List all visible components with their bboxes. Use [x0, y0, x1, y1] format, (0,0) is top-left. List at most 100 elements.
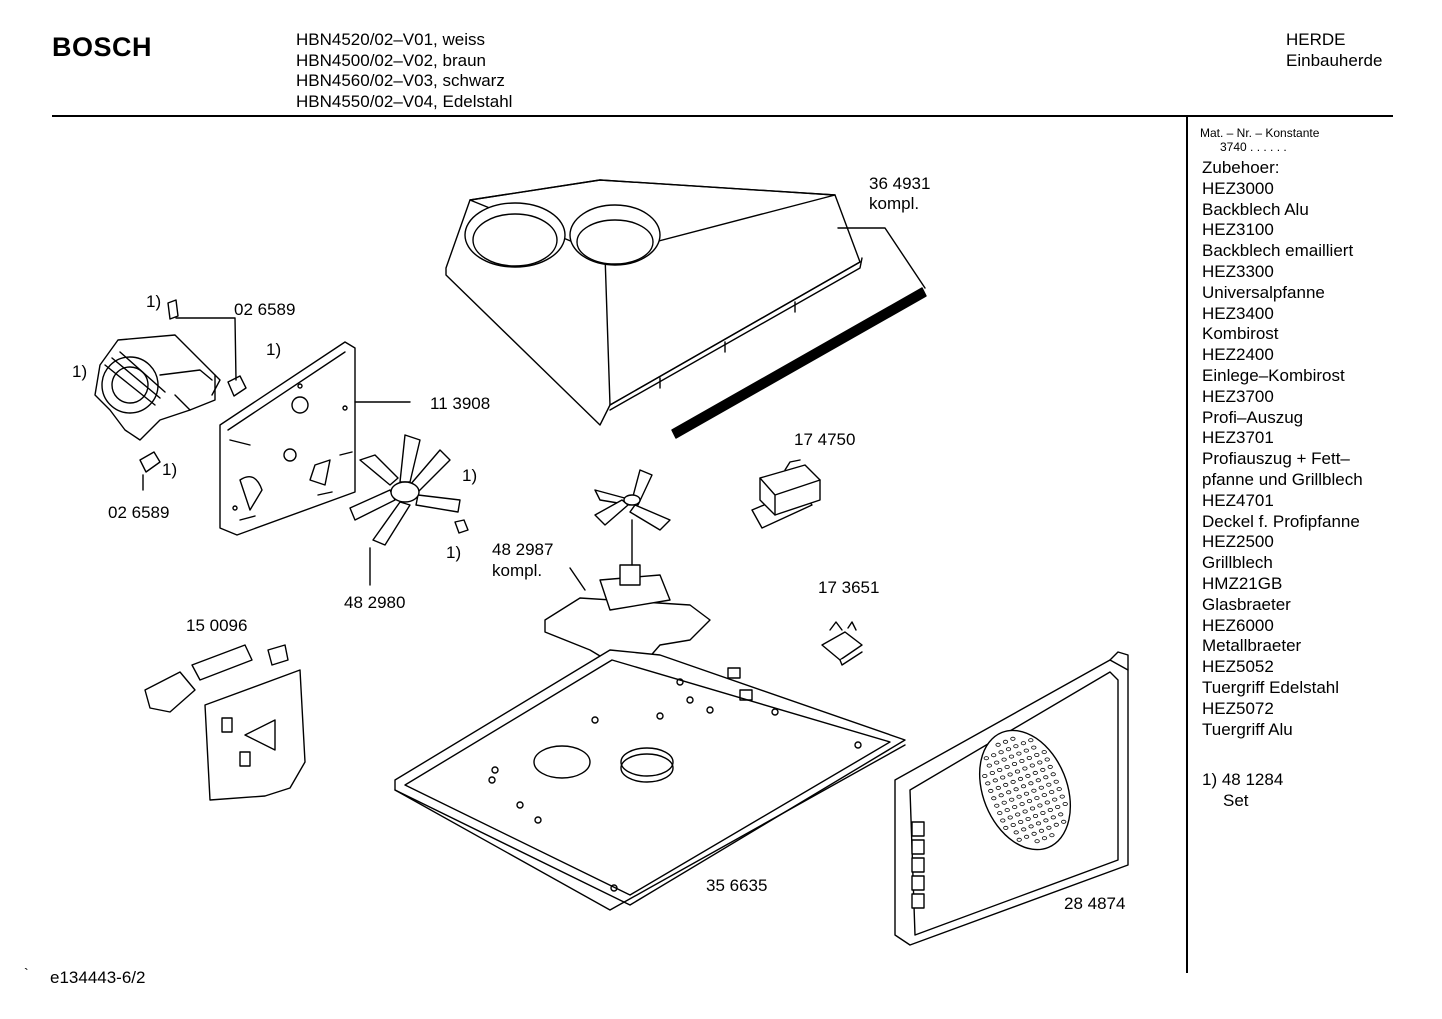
accessory-item: HEZ2500	[1202, 532, 1274, 552]
accessory-item: Glasbraeter	[1202, 594, 1291, 614]
cavity-floor	[394, 649, 906, 911]
accessory-item: Backblech emailliert	[1202, 241, 1354, 261]
vent-hole	[1021, 827, 1027, 832]
duct-cover	[445, 179, 863, 426]
vent-hole	[1002, 739, 1009, 744]
vent-hole	[1037, 760, 1043, 765]
vent-hole	[1056, 787, 1062, 792]
vent-hole	[1022, 766, 1028, 771]
accessory-item: Profi–Auszug	[1202, 407, 1304, 427]
transformer	[751, 459, 821, 529]
leader-364931	[837, 227, 926, 289]
door-vent-holes	[982, 736, 1068, 844]
vent-hole	[1038, 828, 1045, 833]
document-id: e134443-6/2	[50, 968, 146, 987]
mat-value-row: 3740 . . . . . .	[1200, 140, 1390, 154]
vent-hole	[1019, 802, 1025, 807]
vent-hole	[1044, 800, 1050, 805]
vent-hole	[1023, 748, 1029, 753]
footnote-line: 1) 48 1284	[1202, 770, 1284, 790]
accessory-item: Tuergriff Alu	[1202, 719, 1293, 739]
vent-hole	[1007, 772, 1013, 777]
clip-mid	[227, 375, 247, 397]
vent-hole	[1010, 823, 1016, 828]
vent-hole	[998, 793, 1004, 798]
vent-hole	[1049, 833, 1055, 838]
vent-hole	[1035, 821, 1042, 826]
vent-hole	[1026, 799, 1033, 804]
accessory-item: HEZ3100	[1202, 220, 1274, 240]
label-footnote-ref: 1)	[146, 292, 162, 311]
accessory-item: Metallbraeter	[1202, 636, 1302, 656]
label-173651: 17 3651	[818, 578, 880, 597]
vent-hole	[1015, 812, 1021, 817]
model-line: HBN4500/02–V02, braun	[296, 50, 486, 70]
vent-hole	[994, 760, 1000, 765]
vent-hole	[1043, 775, 1049, 780]
vent-hole	[992, 778, 998, 783]
vent-hole	[1017, 776, 1024, 781]
mat-label: Mat. – Nr. – Konstante	[1200, 126, 1320, 140]
fan-blade	[349, 434, 461, 546]
vent-hole	[1047, 764, 1053, 769]
accessory-item: HMZ21GB	[1202, 573, 1283, 593]
vent-hole	[986, 763, 992, 768]
label-footnote-ref: 1)	[72, 362, 88, 381]
vent-hole	[994, 803, 1000, 808]
vent-hole	[998, 750, 1004, 755]
thermal-switch	[821, 621, 863, 666]
fan-motor	[94, 334, 221, 441]
sidebar-divider	[1186, 117, 1188, 973]
control-board	[144, 644, 306, 801]
exploded-diagram	[94, 179, 1129, 946]
vent-hole	[988, 788, 994, 793]
vent-hole	[1020, 741, 1027, 746]
vent-hole	[995, 785, 1001, 790]
model-line: HBN4520/02–V01, weiss	[296, 30, 486, 49]
accessory-item: HEZ5072	[1202, 698, 1274, 718]
label-482987: 48 2987	[492, 540, 554, 559]
cooling-fan-assembly	[544, 469, 711, 669]
accessory-item: pfanne und Grillblech	[1202, 469, 1363, 489]
vent-hole	[1053, 779, 1059, 784]
vent-hole	[1024, 834, 1030, 839]
vent-hole	[1041, 793, 1047, 798]
vent-hole	[1006, 790, 1012, 795]
label-174750: 17 4750	[794, 430, 856, 449]
vent-hole	[1019, 759, 1025, 764]
accessory-item: Profiauszug + Fett–	[1202, 449, 1350, 469]
vent-hole	[1009, 797, 1015, 802]
nut	[454, 519, 469, 534]
vent-hole	[1028, 824, 1034, 829]
accessories-title: Zubehoer:	[1202, 158, 1280, 177]
vent-hole	[1035, 778, 1041, 783]
vent-hole	[1016, 794, 1022, 799]
accessory-item: HEZ3400	[1202, 303, 1274, 323]
category: HERDE Einbauherde	[1286, 30, 1382, 71]
label-026589-top: 02 6589	[234, 300, 296, 319]
vent-hole	[991, 753, 997, 758]
vent-hole	[982, 774, 988, 779]
vent-hole	[1025, 817, 1031, 822]
vent-hole	[1029, 763, 1035, 768]
vent-hole	[1013, 787, 1019, 792]
vent-hole	[1022, 809, 1028, 814]
accessory-item: HEZ2400	[1202, 345, 1274, 365]
vent-hole	[1059, 794, 1065, 799]
vent-hole	[1040, 767, 1046, 772]
clip-top	[167, 299, 179, 320]
vent-hole	[1000, 775, 1006, 780]
vent-hole	[1062, 802, 1068, 807]
vent-hole	[1040, 811, 1046, 816]
label-364931: 36 4931	[869, 174, 931, 193]
vent-hole	[1061, 819, 1067, 824]
vent-hole	[1053, 822, 1059, 827]
vent-hole	[1010, 736, 1016, 741]
vent-hole	[1034, 753, 1040, 758]
vent-hole	[1020, 784, 1027, 789]
accessory-item: Deckel f. Profipfanne	[1202, 511, 1360, 531]
label-footnote-ref: 1)	[266, 340, 282, 359]
accessory-item: Universalpfanne	[1202, 282, 1325, 302]
mat-value: 3740	[1220, 140, 1247, 154]
